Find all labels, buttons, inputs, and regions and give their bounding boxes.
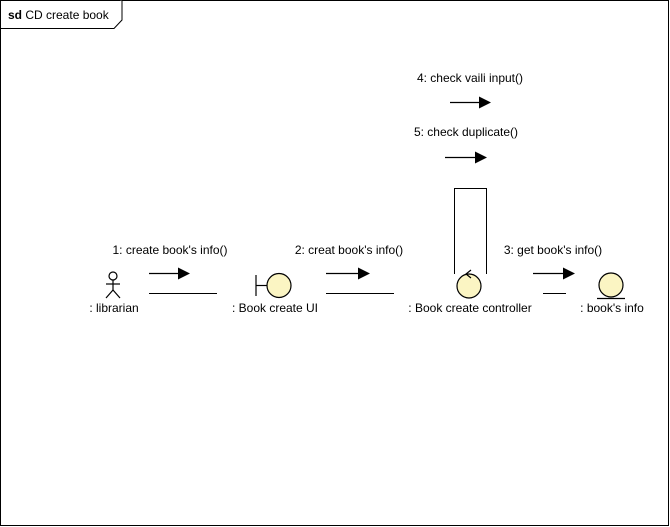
message-label: 1: create book's info(): [112, 243, 227, 257]
message-2: 2: creat book's info(): [295, 243, 403, 280]
frame-tab: sd CD create book: [0, 0, 123, 29]
control-icon: [456, 269, 482, 299]
message-5: 5: check duplicate(): [414, 125, 518, 164]
message-arrow: [326, 267, 370, 280]
frame-keyword: sd: [8, 8, 25, 22]
frame-name: CD create book: [25, 8, 109, 22]
message-arrow: [533, 267, 575, 280]
message-4: 4: check vaili input(): [417, 71, 523, 109]
self-link-controller: [454, 188, 487, 274]
message-arrow: [149, 267, 190, 280]
lifeline-librarian: : librarian: [89, 271, 139, 315]
frame-tab-outline: [0, 0, 123, 29]
entity-icon: [597, 272, 625, 300]
lifeline-label: : book's info: [580, 301, 644, 315]
lifeline-book-create-ui: : Book create UI: [232, 272, 318, 315]
boundary-icon: [255, 272, 292, 299]
message-3: 3: get book's info(): [504, 243, 602, 280]
lifeline-label: : Book create controller: [408, 301, 531, 315]
lifeline-label: : librarian: [89, 301, 138, 315]
message-label: 5: check duplicate(): [414, 125, 518, 139]
frame-title: sd CD create book: [8, 8, 110, 22]
message-1: 1: create book's info(): [112, 243, 228, 280]
message-label: 4: check vaili input(): [417, 71, 523, 85]
message-label: 3: get book's info(): [504, 243, 602, 257]
message-arrow: [445, 151, 487, 164]
message-label: 2: creat book's info(): [295, 243, 403, 257]
lifeline-book-create-controller: : Book create controller: [408, 269, 532, 315]
actor-icon: [105, 271, 121, 299]
lifeline-label: : Book create UI: [232, 301, 318, 315]
message-arrow: [450, 96, 491, 109]
lifeline-books-info: : book's info: [580, 272, 644, 315]
